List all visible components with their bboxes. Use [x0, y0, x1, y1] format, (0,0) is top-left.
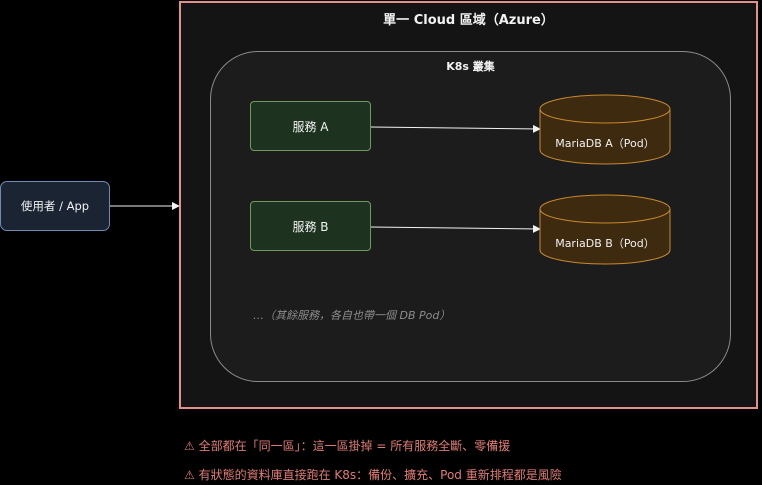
other-services-note: …（其餘服務，各自也帶一個 DB Pod）: [253, 309, 451, 322]
mariadb-b-label: MariaDB B（Pod）: [555, 237, 655, 250]
warning-single-region: ⚠ 全部都在「同一區」：這一區掛掉 = 所有服務全斷、零備援: [184, 439, 511, 453]
mariadb-a-label: MariaDB A（Pod）: [555, 137, 655, 150]
service-b-label: 服務 B: [292, 219, 329, 234]
user-app-label: 使用者 / App: [20, 199, 90, 213]
cloud-region-title: 單一 Cloud 區域（Azure）: [383, 13, 554, 28]
service-b-node[interactable]: 服務 B: [250, 201, 371, 251]
warning-stateful-db: ⚠ 有狀態的資料庫直接跑在 K8s：備份、擴充、Pod 重新排程都是風險: [184, 468, 562, 482]
user-app-node[interactable]: 使用者 / App: [0, 181, 110, 231]
service-a-label: 服務 A: [292, 119, 329, 134]
k8s-cluster-title: K8s 叢集: [446, 60, 495, 73]
service-a-node[interactable]: 服務 A: [250, 101, 371, 151]
